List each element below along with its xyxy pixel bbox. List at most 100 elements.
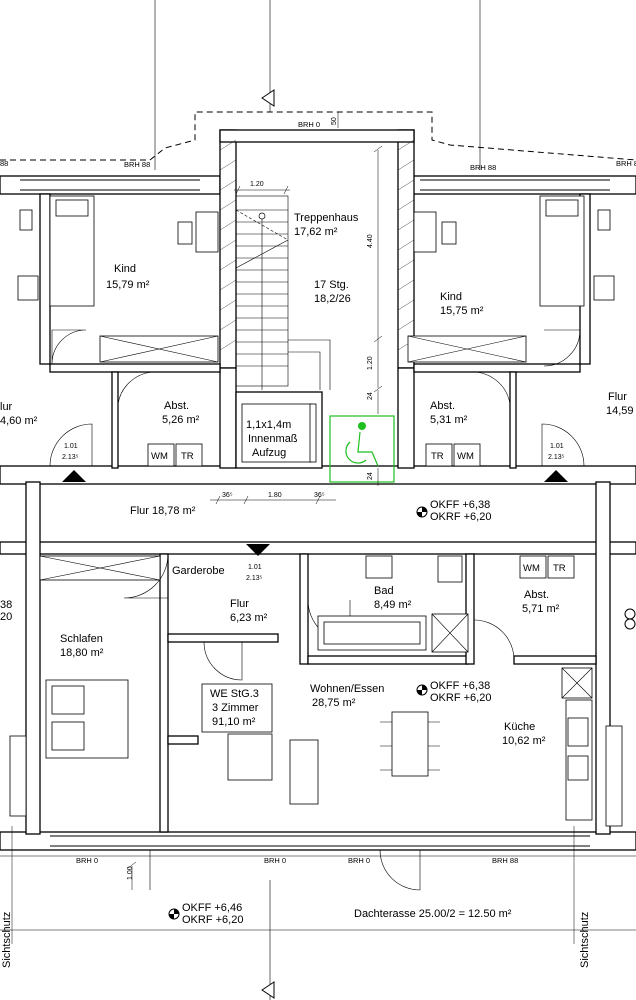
dimension-labels: 50 1.20 4.40 1.20 24 24 36⁵ 1.80 36⁵ 1.0… bbox=[0, 117, 565, 880]
brh-88-edge-left: 88 bbox=[0, 159, 8, 168]
dim-120-side: 1.20 bbox=[367, 356, 374, 370]
tr-box-left bbox=[175, 443, 203, 467]
dim-101-left: 1.01 bbox=[64, 443, 78, 450]
edge-38: 38 bbox=[0, 599, 12, 611]
okff-3: OKFF +6,46 bbox=[182, 902, 242, 914]
dimension-lines bbox=[0, 112, 636, 944]
abst-right-name: Abst. bbox=[430, 400, 455, 412]
kind-left-name: Kind bbox=[114, 263, 136, 275]
dim-120-top: 1.20 bbox=[250, 181, 264, 188]
elevator-shaft bbox=[235, 391, 323, 469]
furniture bbox=[17, 195, 615, 821]
wm-left: WM bbox=[151, 451, 168, 462]
abst-left-name: Abst. bbox=[164, 400, 189, 412]
okff-1: OKFF +6,38 bbox=[430, 499, 490, 511]
staircase bbox=[235, 195, 331, 390]
tr-box-lower bbox=[547, 555, 575, 579]
dim-101-mid: 1.01 bbox=[248, 564, 262, 571]
dim-101-right: 1.01 bbox=[550, 443, 564, 450]
stairs-count: 17 Stg. bbox=[314, 279, 349, 291]
wheelchair-icon bbox=[329, 415, 395, 483]
dim-24a: 24 bbox=[367, 392, 374, 400]
dim-2135-right: 2.13⁵ bbox=[548, 454, 565, 461]
brh-88-edge-right: BRH 88 bbox=[616, 159, 636, 168]
okff-2: OKFF +6,38 bbox=[430, 680, 490, 692]
abst-lower-name: Abst. bbox=[524, 589, 549, 601]
flur-small-area: 6,23 m² bbox=[230, 612, 268, 624]
dim-440: 4.40 bbox=[367, 234, 374, 248]
okrf-3: OKRF +6,20 bbox=[182, 914, 243, 926]
tr-box-right bbox=[425, 443, 453, 467]
brh-0-bottom-3: BRH 0 bbox=[348, 856, 370, 865]
brh-0-bottom-1: BRH 0 bbox=[76, 856, 98, 865]
flur-main: Flur 18,78 m² bbox=[130, 505, 196, 517]
flur-left-name: lur bbox=[0, 401, 13, 413]
flur-small-name: Flur bbox=[230, 598, 249, 610]
bad-name: Bad bbox=[374, 585, 394, 597]
section-marker-top bbox=[261, 89, 275, 107]
schlafen-area: 18,80 m² bbox=[60, 647, 104, 659]
wm-box-lower bbox=[519, 555, 547, 579]
unit-line3: 91,10 m² bbox=[212, 716, 256, 728]
wm-right: WM bbox=[457, 451, 474, 462]
windows bbox=[9, 179, 623, 847]
unit-info: WE StG.3 3 Zimmer 91,10 m² bbox=[201, 683, 273, 733]
brh-0-bottom-2: BRH 0 bbox=[264, 856, 286, 865]
dachterrasse: Dachterasse 25.00/2 = 12.50 m² bbox=[354, 908, 512, 920]
sichtschutz-labels: Sichtschutz Sichtschutz bbox=[1, 912, 591, 968]
wohnen-name: Wohnen/Essen bbox=[310, 683, 384, 695]
interior-walls bbox=[49, 363, 597, 833]
elevator-line2: Innenmaß bbox=[248, 433, 298, 445]
brh-88-top-left: BRH 88 bbox=[124, 160, 150, 169]
elevator-labels: 1,1x1,4m Innenmaß Aufzug bbox=[246, 419, 298, 459]
wm-box-left bbox=[147, 443, 175, 467]
kind-left-area: 15,79 m² bbox=[106, 279, 150, 291]
dim-180: 1.80 bbox=[268, 492, 282, 499]
okrf-1: OKRF +6,20 bbox=[430, 511, 491, 523]
edge-20: 20 bbox=[0, 611, 12, 623]
treppenhaus-name: Treppenhaus bbox=[294, 212, 359, 224]
wall-hatch bbox=[219, 139, 415, 351]
dim-2135-mid: 2.13⁵ bbox=[246, 575, 263, 582]
unit-line1: WE StG.3 bbox=[210, 688, 259, 700]
dim-365-right: 36⁵ bbox=[314, 492, 325, 499]
dim-365-left: 36⁵ bbox=[222, 492, 233, 499]
brh-0-top: BRH 0 bbox=[298, 120, 320, 129]
dim-100: 1.00 bbox=[127, 866, 134, 880]
okrf-2: OKRF +6,20 bbox=[430, 692, 491, 704]
dim-24b: 24 bbox=[367, 472, 374, 480]
wm-box-right bbox=[453, 443, 481, 467]
section-marker-bottom bbox=[261, 981, 275, 999]
elevator-line3: Aufzug bbox=[252, 447, 286, 459]
abst-right-area: 5,31 m² bbox=[430, 414, 468, 426]
sichtschutz-right: Sichtschutz bbox=[579, 912, 591, 968]
flur-left-area: 4,60 m² bbox=[0, 415, 38, 427]
tr-left: TR bbox=[181, 451, 194, 462]
unit-line2: 3 Zimmer bbox=[212, 702, 259, 714]
wm-lower: WM bbox=[523, 563, 540, 574]
entry-arrows bbox=[62, 470, 568, 556]
stairs-ratio: 18,2/26 bbox=[314, 293, 351, 305]
dim-50: 50 bbox=[331, 117, 338, 125]
appliances bbox=[147, 443, 575, 579]
tr-lower: TR bbox=[553, 563, 566, 574]
brh-88-top-right: BRH 88 bbox=[470, 163, 496, 172]
tr-right: TR bbox=[431, 451, 444, 462]
wohnen-area: 28,75 m² bbox=[312, 697, 356, 709]
kind-right-area: 15,75 m² bbox=[440, 305, 484, 317]
flur-right-area: 14,59 bbox=[606, 405, 634, 417]
abst-left-area: 5,26 m² bbox=[162, 414, 200, 426]
flur-right-name: Flur bbox=[608, 391, 627, 403]
brh-labels: BRH 0 BRH 88 BRH 88 BRH 88 88 BRH 0 BRH … bbox=[0, 120, 636, 865]
appliance-labels: WM TR TR WM WM TR bbox=[151, 451, 566, 574]
dim-2135-left: 2.13⁵ bbox=[62, 454, 79, 461]
brh-88-bottom: BRH 88 bbox=[492, 856, 518, 865]
bad-area: 8,49 m² bbox=[374, 599, 412, 611]
kueche-area: 10,62 m² bbox=[502, 735, 546, 747]
garderobe: Garderobe bbox=[172, 565, 225, 577]
level-markers bbox=[168, 506, 636, 920]
abst-lower-area: 5,71 m² bbox=[522, 603, 560, 615]
kueche-name: Küche bbox=[504, 721, 535, 733]
room-labels: Treppenhaus 17,62 m² 17 Stg. 18,2/26 Kin… bbox=[0, 212, 634, 920]
